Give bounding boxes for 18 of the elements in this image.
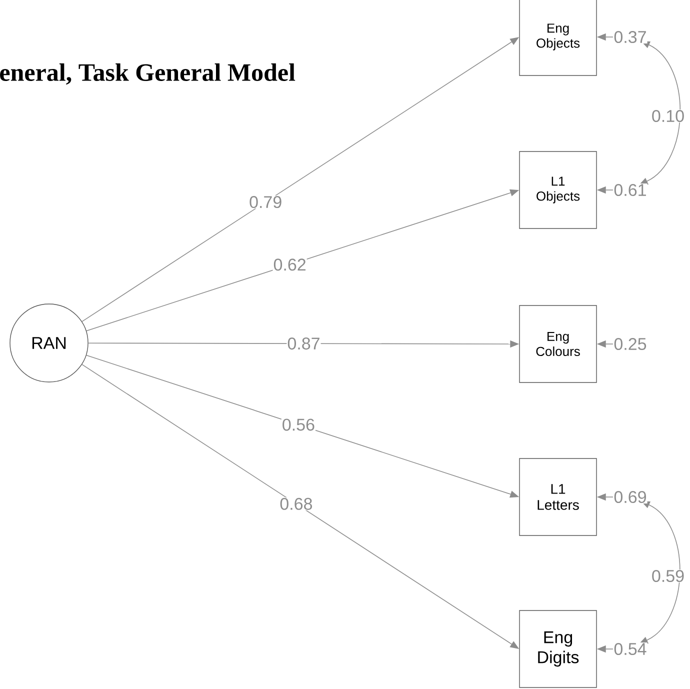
edge-label: 0.56	[281, 418, 316, 432]
observed-box: Eng Colours	[519, 305, 597, 383]
edge-label: 0.68	[279, 497, 314, 510]
edge-label: 0.61	[613, 184, 648, 197]
observed-box: L1 Objects	[519, 151, 597, 229]
edge-label: 0.37	[613, 30, 648, 44]
observed-box: L1 Letters	[519, 458, 597, 536]
edge-label: 0.87	[286, 337, 321, 350]
edge-label: 0.10	[650, 109, 686, 123]
edge-label: 0.59	[650, 570, 686, 583]
observed-box: Eng Digits	[519, 610, 597, 688]
edge-label: 0.25	[613, 338, 648, 351]
observed-box: Eng Objects	[519, 0, 597, 76]
edge-label: 0.69	[613, 490, 648, 504]
edge-label: 0.62	[272, 258, 307, 272]
title: eneral, Task General Model	[0, 63, 296, 85]
edge-label: 0.79	[248, 196, 283, 209]
edge-label: 0.54	[613, 642, 648, 656]
